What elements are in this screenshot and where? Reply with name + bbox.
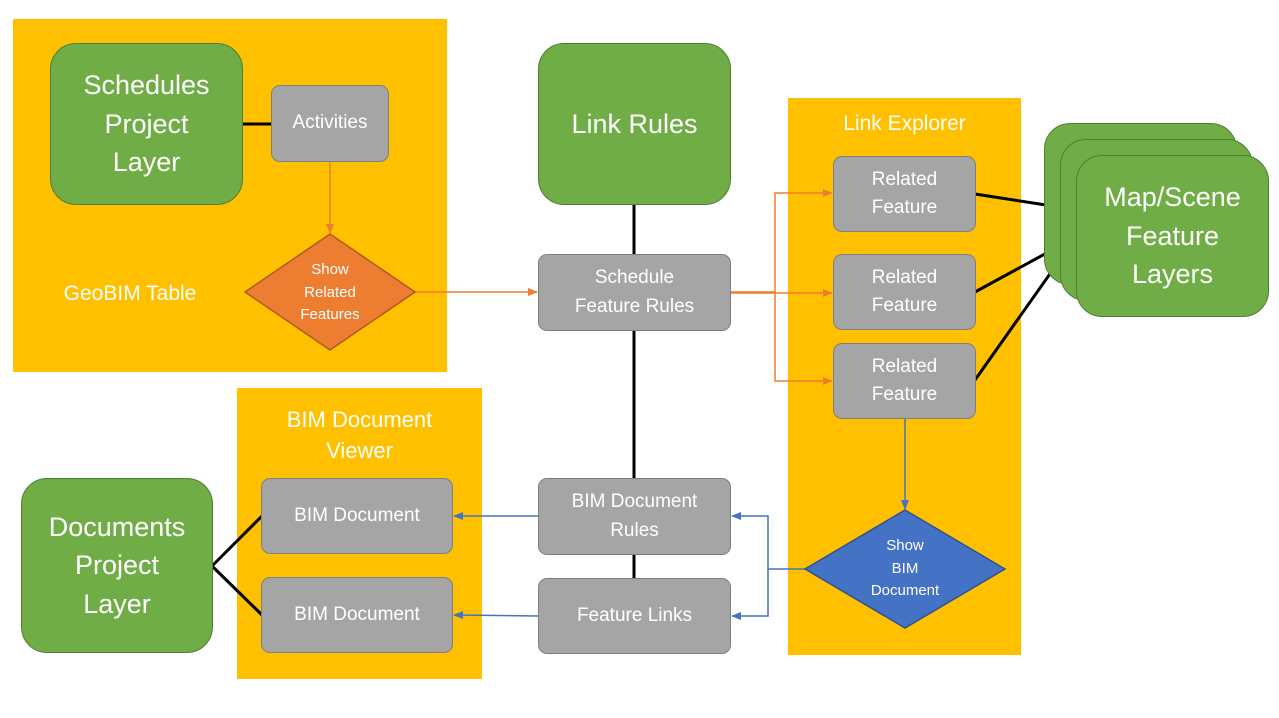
schedule-feature-rules-node[interactable]: Schedule Feature Rules bbox=[538, 254, 731, 331]
show-bim-document-label[interactable]: Show BIM Document bbox=[870, 537, 940, 599]
geobim-table-label: GeoBIM Table bbox=[63, 282, 197, 305]
show-related-features-label[interactable]: Show Related Features bbox=[300, 261, 360, 323]
bim-document-node-2[interactable]: BIM Document bbox=[261, 577, 453, 653]
link-explorer-label: Link Explorer bbox=[843, 112, 966, 135]
bim-document-rules-node[interactable]: BIM Document Rules bbox=[538, 478, 731, 555]
schedules-project-layer-node[interactable]: Schedules Project Layer bbox=[50, 43, 243, 205]
map-scene-feature-layers-node[interactable]: Map/Scene Feature Layers bbox=[1076, 155, 1269, 317]
feature-links-node[interactable]: Feature Links bbox=[538, 578, 731, 654]
activities-node[interactable]: Activities bbox=[271, 85, 389, 162]
arrow-show-bim-feature-links bbox=[731, 569, 769, 620]
link-rules-node[interactable]: Link Rules bbox=[538, 43, 731, 205]
bim-document-node-1[interactable]: BIM Document bbox=[261, 478, 453, 554]
documents-project-layer-node[interactable]: Documents Project Layer bbox=[21, 478, 213, 653]
related-feature-node-2[interactable]: Related Feature bbox=[833, 254, 976, 330]
related-feature-node-3[interactable]: Related Feature bbox=[833, 343, 976, 419]
related-feature-node-1[interactable]: Related Feature bbox=[833, 156, 976, 232]
bim-document-viewer-label: BIM Document Viewer bbox=[286, 407, 433, 464]
